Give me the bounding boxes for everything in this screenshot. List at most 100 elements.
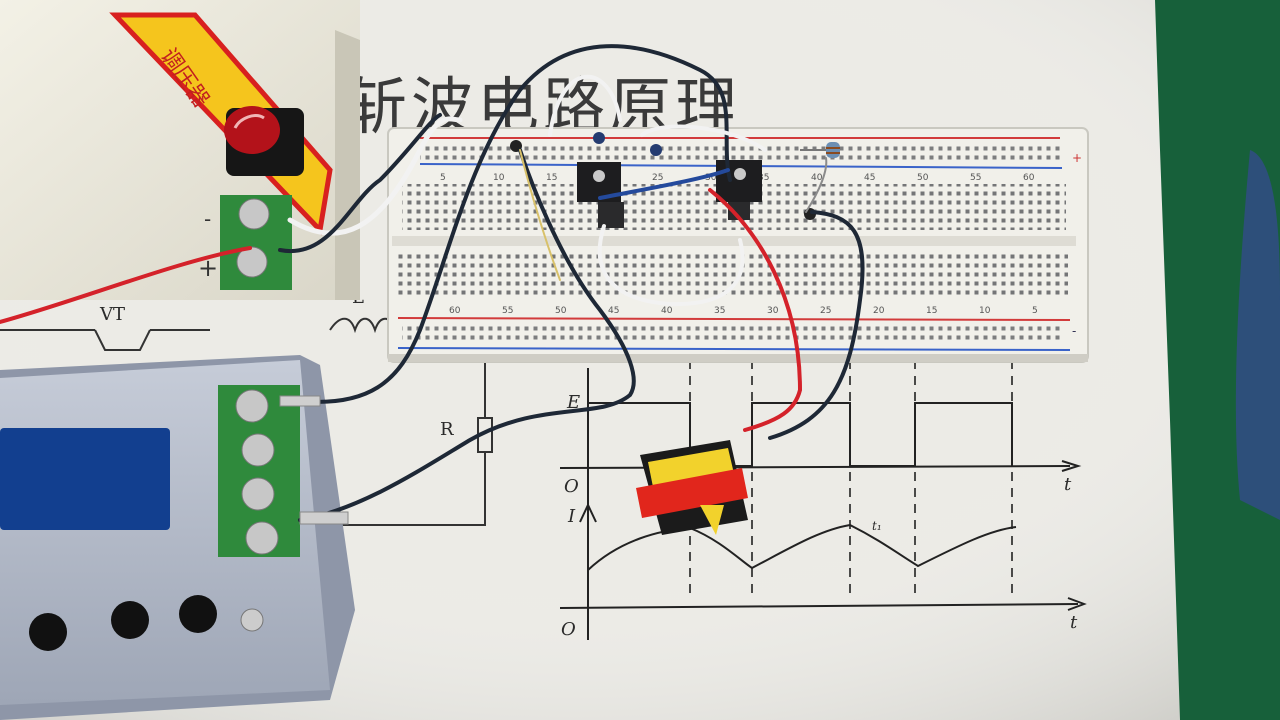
- column-number: 15: [546, 173, 557, 183]
- current-axis-arrow: [579, 502, 597, 523]
- power-supply-side: [335, 30, 360, 300]
- controller-button-1[interactable]: [29, 613, 67, 651]
- rail-mark-plus: +: [1072, 151, 1082, 165]
- column-number-bottom: 50: [555, 306, 567, 316]
- resistor-component: [800, 142, 840, 158]
- controller-corner-screw: [240, 608, 264, 632]
- controller-signal-wire: [298, 148, 636, 522]
- column-number-bottom: 40: [661, 306, 673, 316]
- supply-terminal-screw-2[interactable]: [236, 246, 268, 278]
- column-number: 25: [652, 173, 663, 183]
- column-number-bottom: 60: [449, 306, 461, 316]
- power-rail-holes-top: [420, 143, 1060, 161]
- white-jumper-wire: [548, 74, 622, 137]
- white-jumper-wire-2: [640, 124, 767, 152]
- time-axis-bottom: [559, 603, 1079, 609]
- rail-line-red-bottom: [397, 317, 1071, 321]
- jumper-pin-2: [650, 144, 662, 156]
- controller-button-3[interactable]: [179, 595, 217, 633]
- rail-line-blue-bottom: [397, 347, 1071, 351]
- jumper-pin-4: [593, 132, 605, 144]
- column-number: 60: [1023, 173, 1035, 183]
- controller-screw-2[interactable]: [241, 433, 275, 467]
- circuit-diagram: [0, 317, 493, 526]
- adjust-knob[interactable]: [224, 106, 280, 154]
- blue-book-edge: [1235, 150, 1280, 520]
- breadboard: 5510101515202025253030353540404545505055…: [387, 127, 1089, 363]
- column-number-bottom: 10: [979, 306, 991, 316]
- resistor-lead-wire: [805, 157, 828, 213]
- red-supply-wire: [0, 246, 252, 324]
- column-number-bottom: 20: [873, 306, 885, 316]
- terminal-mark-minus: -: [204, 207, 211, 231]
- column-number-bottom: 25: [820, 306, 831, 316]
- mosfet-right-tab-hole: [734, 168, 746, 180]
- center-channel: [392, 236, 1076, 246]
- resistor-label: R: [440, 419, 454, 440]
- ton-marker: t₁: [872, 519, 882, 533]
- terminal-holes-bottom: [396, 252, 1068, 298]
- time-bottom-label: t: [1070, 612, 1078, 633]
- blue-jumper-wire: [598, 168, 730, 200]
- column-number: 5: [440, 173, 446, 183]
- column-number: 55: [970, 173, 981, 183]
- column-number: 10: [493, 173, 505, 183]
- controller-button-2[interactable]: [111, 601, 149, 639]
- switch-symbol: [94, 329, 151, 351]
- supply-terminal-screw-1[interactable]: [238, 198, 270, 230]
- column-number-bottom: 30: [767, 306, 779, 316]
- thin-lead-wire: [519, 149, 561, 281]
- white-loop-wire: [597, 224, 745, 307]
- long-dark-wire: [288, 44, 732, 404]
- switch-label: VT: [99, 304, 125, 325]
- current-label: I: [567, 506, 576, 527]
- period-dash-lines: [689, 360, 1013, 600]
- column-number: 35: [758, 173, 769, 183]
- controller-screw-3[interactable]: [241, 477, 275, 511]
- power-rail-holes-bottom: [402, 324, 1062, 344]
- transformer-coil-red: [636, 468, 748, 518]
- time-axis-bottom-arrow: [1067, 597, 1087, 611]
- mosfet-right-body: [716, 160, 762, 202]
- time-top-label: t: [1064, 474, 1072, 495]
- dark-transformer-wire: [768, 210, 865, 440]
- origin-top-label: O: [564, 476, 579, 497]
- column-number-bottom: 15: [926, 306, 937, 316]
- controller-screw-1[interactable]: [235, 389, 269, 423]
- white-supply-wire: [287, 116, 463, 236]
- mosfet-left-legs: [598, 202, 624, 228]
- column-numbers: 5510101515202025253030353540404545505055…: [440, 173, 1038, 316]
- rail-mark-minus: -: [1072, 324, 1076, 338]
- dark-supply-wire: [278, 113, 442, 254]
- column-number-bottom: 35: [714, 306, 725, 316]
- breadboard-edge: [388, 354, 1088, 362]
- origin-bottom-label: O: [561, 619, 576, 640]
- knob-highlight: [233, 114, 265, 129]
- column-number: 50: [917, 173, 929, 183]
- red-transformer-wire: [708, 188, 803, 432]
- wire-ferrule-2: [279, 395, 321, 407]
- mosfet-right: [716, 160, 762, 220]
- column-number-bottom: 45: [608, 306, 619, 316]
- transformer: [636, 440, 748, 535]
- wires: [0, 44, 865, 522]
- time-axis-top-arrow: [1061, 460, 1082, 472]
- pwm-controller: [0, 355, 355, 720]
- column-number: 30: [705, 173, 717, 183]
- terminal-mark-plus: +: [198, 254, 218, 282]
- mosfet-right-legs: [728, 202, 750, 220]
- column-number: 45: [864, 173, 875, 183]
- inductor-symbol: [329, 317, 396, 334]
- column-number-bottom: 5: [1032, 306, 1038, 316]
- wire-ferrule: [299, 511, 349, 525]
- power-supply: 调压器 - +: [0, 0, 360, 300]
- mosfet-left-tab-hole: [593, 170, 605, 182]
- lcd-screen: [0, 428, 170, 530]
- transformer-tape: [700, 505, 724, 535]
- column-number-bottom: 55: [502, 306, 513, 316]
- load-wire: [330, 360, 486, 526]
- controller-screw-4[interactable]: [245, 521, 279, 555]
- column-number: 40: [811, 173, 823, 183]
- voltage-label: E: [566, 392, 580, 413]
